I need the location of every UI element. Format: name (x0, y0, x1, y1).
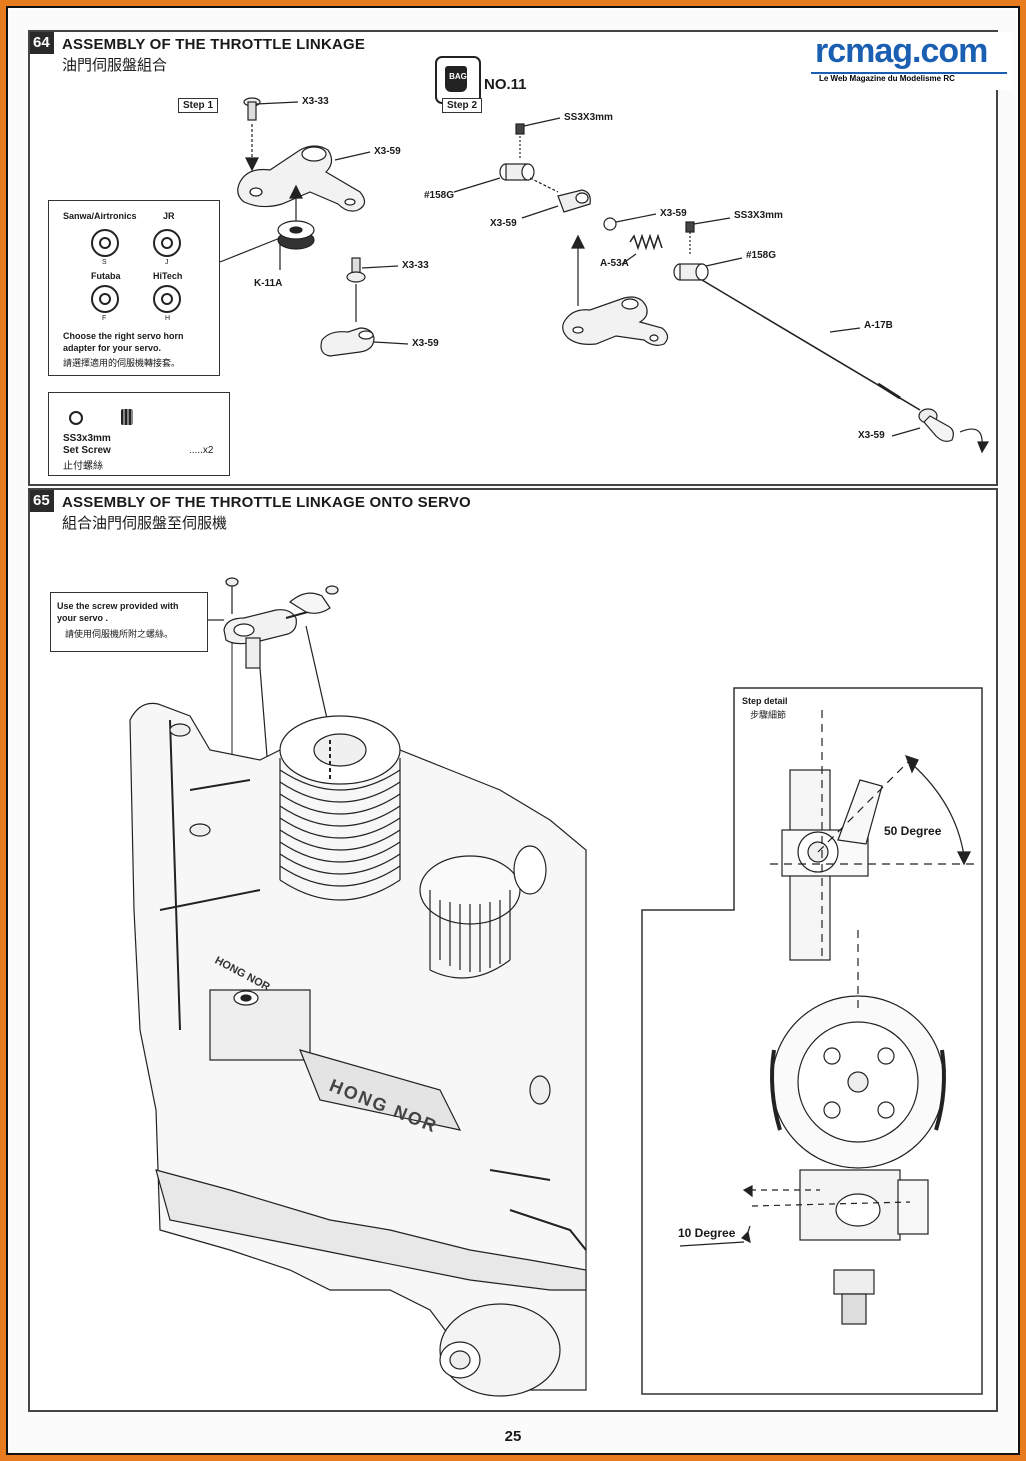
adapter-note-line1: Choose the right servo horn (63, 331, 184, 341)
servo-note-line1: Use the screw provided with (57, 601, 179, 611)
servo-screw-note-box: Use the screw provided with your servo .… (50, 592, 208, 652)
part-x3-59-left: X3-59 (490, 218, 517, 229)
screw-quantity: .....x2 (189, 445, 214, 456)
screw-name-line2: Set Screw (63, 445, 111, 456)
ss3x3mm-end-icon (69, 411, 83, 425)
step64-number: 64 (30, 32, 54, 54)
screw-name-line1: SS3x3mm (63, 433, 111, 444)
step65-title-zh: 組合油門伺服盤至伺服機 (62, 515, 228, 532)
screw-box: SS3x3mm Set Screw 止付螺絲 .....x2 (48, 392, 230, 476)
adapter-j-letter: J (165, 259, 169, 266)
adapter-note-zh: 請選擇適用的伺服機轉接套。 (63, 358, 181, 368)
step65-number: 65 (30, 490, 54, 512)
adapter-h-icon (153, 285, 181, 313)
servo-adapter-box: Sanwa/Airtronics JR S J Futaba HiTech F … (48, 200, 220, 376)
adapter-s-icon (91, 229, 119, 257)
angle-10-degree: 10 Degree (678, 1226, 736, 1240)
page-number: 25 (504, 1428, 522, 1445)
part-x3-59-mid: X3-59 (660, 208, 687, 219)
part-k-11a: K-11A (254, 278, 283, 289)
part-158g-right: #158G (746, 250, 777, 261)
part-x3-59-arm: X3-59 (374, 146, 401, 157)
bag-icon: BAG (435, 56, 481, 104)
manual-page: 64 ASSEMBLY OF THE THROTTLE LINKAGE 油門伺服… (10, 10, 1016, 1451)
adapter-f-letter: F (102, 315, 107, 322)
part-158g-left: #158G (424, 190, 455, 201)
logo-tagline: Le Web Magazine du Modelisme RC (819, 74, 955, 83)
part-a-53a: A-53A (600, 258, 629, 269)
part-x3-59-end: X3-59 (858, 430, 885, 441)
step64-title: ASSEMBLY OF THE THROTTLE LINKAGE (62, 36, 366, 53)
part-x3-33-top: X3-33 (302, 96, 329, 107)
part-ss3x3mm-top: SS3X3mm (564, 112, 613, 123)
part-ss3x3mm-right: SS3X3mm (734, 210, 783, 221)
screw-name-zh: 止付螺絲 (63, 461, 103, 472)
step64-panel: 64 ASSEMBLY OF THE THROTTLE LINKAGE 油門伺服… (28, 30, 998, 486)
step65-panel: 65 ASSEMBLY OF THE THROTTLE LINKAGE ONTO… (28, 488, 998, 1412)
angle-50-degree: 50 Degree (884, 824, 942, 838)
adapter-jr-label: JR (163, 211, 175, 221)
page-frame-inner (6, 6, 1020, 1455)
adapter-note-line2: adapter for your servo. (63, 343, 162, 353)
adapter-j-icon (153, 229, 181, 257)
step64-drawing (219, 97, 990, 454)
adapter-f-icon (91, 285, 119, 313)
step1-label: Step 1 (178, 98, 219, 113)
bag-number: NO.11 (484, 76, 527, 93)
step2-label: Step 2 (442, 98, 483, 113)
adapter-h-letter: H (165, 315, 171, 322)
step-detail-title: Step detail (742, 696, 788, 706)
adapter-s-letter: S (102, 259, 107, 266)
step-detail-title-zh: 步驟細節 (750, 710, 787, 720)
step-detail-frame (641, 687, 983, 1395)
rcmag-logo[interactable]: rcmag.com Le Web Magazine du Modelisme R… (807, 32, 1012, 90)
step65-drawing (129, 577, 587, 1397)
servo-note-zh: 請使用伺服機所附之螺絲。 (65, 629, 174, 639)
logo-text: rcmag.com (815, 32, 988, 70)
step64-title-zh: 油門伺服盤組合 (62, 57, 168, 74)
adapter-sanwa-label: Sanwa/Airtronics (63, 211, 137, 221)
logo-underline (811, 72, 1007, 74)
part-x3-59-low: X3-59 (412, 338, 439, 349)
step65-title: ASSEMBLY OF THE THROTTLE LINKAGE ONTO SE… (62, 494, 471, 511)
servo-note-line2: your servo . (57, 613, 109, 623)
bag-label: BAG (449, 72, 467, 81)
ss3x3mm-side-icon (121, 409, 133, 425)
bag-shape-icon (445, 66, 467, 92)
part-x3-33-mid: X3-33 (402, 260, 429, 271)
adapter-futaba-label: Futaba (91, 271, 121, 281)
part-a-17b: A-17B (864, 320, 893, 331)
adapter-hitech-label: HiTech (153, 271, 183, 281)
